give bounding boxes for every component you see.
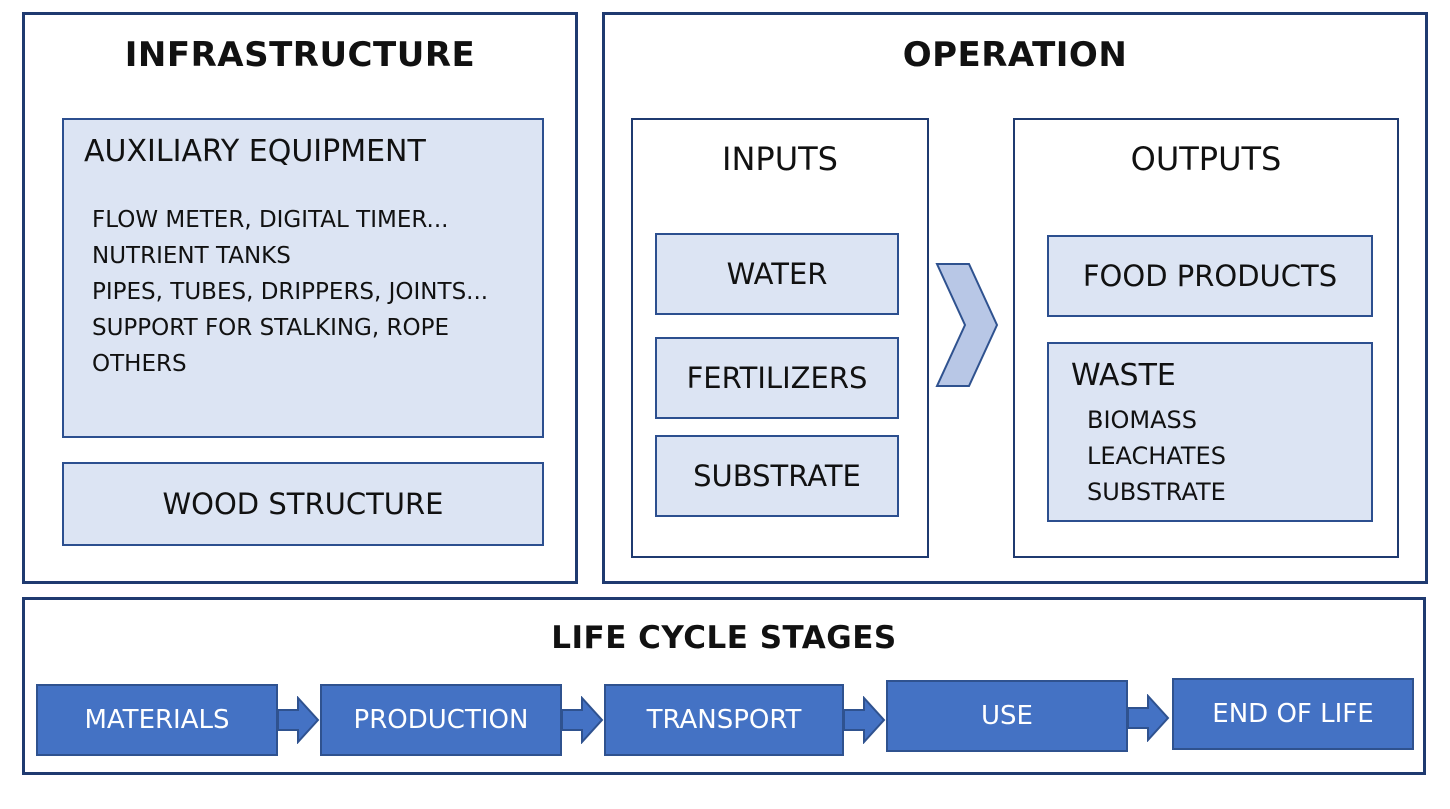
list-item: SUBSTRATE — [1087, 478, 1226, 506]
waste-heading: WASTE — [1071, 358, 1176, 393]
auxiliary-equipment-list: FLOW METER, DIGITAL TIMER... NUTRIENT TA… — [92, 202, 488, 382]
inputs-panel: INPUTS WATER FERTILIZERS SUBSTRATE — [631, 118, 929, 558]
auxiliary-equipment-box: AUXILIARY EQUIPMENT FLOW METER, DIGITAL … — [62, 118, 544, 438]
list-item: BIOMASS — [1087, 406, 1198, 434]
inputs-title: INPUTS — [722, 140, 838, 178]
outputs-title: OUTPUTS — [1130, 140, 1282, 178]
arrow-right-icon — [844, 696, 886, 744]
food-products-box: FOOD PRODUCTS — [1047, 235, 1373, 317]
infrastructure-panel: INFRASTRUCTURE AUXILIARY EQUIPMENT FLOW … — [22, 12, 578, 584]
wood-structure-box: WOOD STRUCTURE — [62, 462, 544, 546]
infrastructure-title: INFRASTRUCTURE — [124, 35, 476, 75]
list-item: LEACHATES — [1087, 442, 1226, 470]
chevron-arrow-icon — [935, 260, 999, 390]
waste-box: WASTE BIOMASS LEACHATES SUBSTRATE — [1047, 342, 1373, 522]
waste-list: BIOMASS LEACHATES SUBSTRATE — [1087, 402, 1226, 510]
stage-use: USE — [886, 680, 1128, 752]
arrow-right-icon — [562, 696, 604, 744]
arrow-right-icon — [1128, 694, 1170, 742]
stage-end-of-life: END OF LIFE — [1172, 678, 1414, 750]
list-item: SUPPORT FOR STALKING, ROPE — [92, 315, 449, 341]
life-cycle-title: LIFE CYCLE STAGES — [551, 620, 897, 656]
stage-transport: TRANSPORT — [604, 684, 844, 756]
arrow-right-icon — [278, 696, 320, 744]
list-item: PIPES, TUBES, DRIPPERS, JOINTS... — [92, 279, 489, 305]
list-item: FLOW METER, DIGITAL TIMER... — [92, 207, 449, 233]
outputs-panel: OUTPUTS FOOD PRODUCTS WASTE BIOMASS LEAC… — [1013, 118, 1399, 558]
list-item: OTHERS — [92, 351, 187, 377]
input-water-box: WATER — [655, 233, 899, 315]
input-substrate-box: SUBSTRATE — [655, 435, 899, 517]
auxiliary-equipment-heading: AUXILIARY EQUIPMENT — [84, 134, 426, 169]
operation-panel: OPERATION INPUTS WATER FERTILIZERS SUBST… — [602, 12, 1428, 584]
operation-title: OPERATION — [902, 35, 1128, 75]
list-item: NUTRIENT TANKS — [92, 243, 291, 269]
input-fertilizers-box: FERTILIZERS — [655, 337, 899, 419]
stage-production: PRODUCTION — [320, 684, 562, 756]
stage-materials: MATERIALS — [36, 684, 278, 756]
